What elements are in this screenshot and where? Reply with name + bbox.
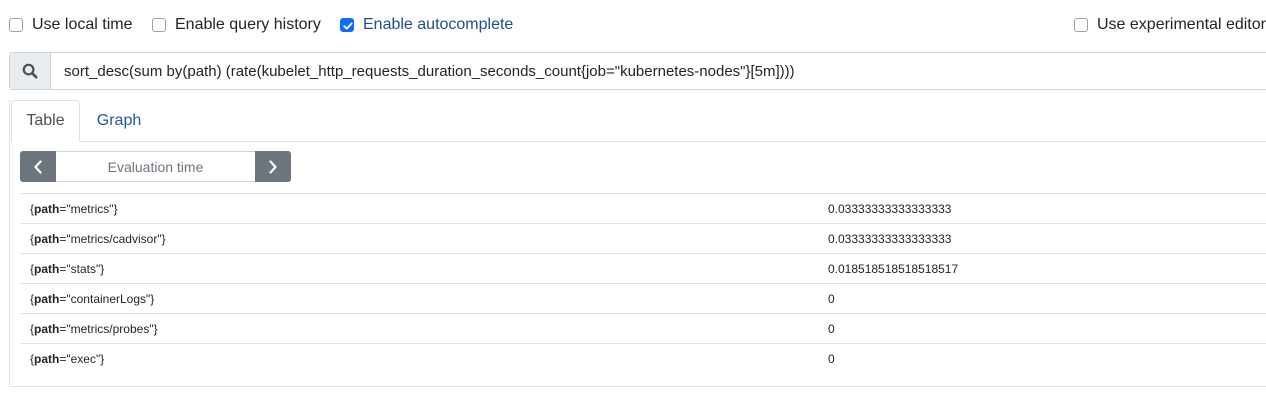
series-label: {path="containerLogs"} (30, 291, 155, 306)
enable-query-history-label: Enable query history (175, 16, 321, 33)
table-row: {path="stats"} 0.018518518518518517 (20, 253, 1266, 283)
series-value: 0.03333333333333333 (828, 201, 952, 216)
series-label: {path="metrics"} (30, 201, 118, 216)
tab-divider (10, 141, 1266, 142)
search-icon (10, 53, 51, 89)
series-value: 0 (828, 321, 835, 336)
tab-table[interactable]: Table (11, 100, 80, 142)
tab-graph[interactable]: Graph (96, 112, 142, 129)
enable-autocomplete-checkbox[interactable] (340, 18, 354, 32)
table-row: {path="metrics/cadvisor"} 0.033333333333… (20, 223, 1266, 253)
query-panel: Table Graph Evaluation time {path="metri… (9, 100, 1266, 387)
previous-time-button[interactable] (20, 151, 56, 182)
series-label: {path="metrics/probes"} (30, 321, 158, 336)
use-local-time-option[interactable]: Use local time (9, 14, 132, 36)
query-bar: sort_desc(sum by(path) (rate(kubelet_htt… (9, 52, 1266, 90)
enable-autocomplete-label: Enable autocomplete (363, 16, 514, 33)
chevron-right-icon (269, 159, 277, 174)
enable-autocomplete-option[interactable]: Enable autocomplete (340, 14, 513, 36)
checkmark-icon (343, 22, 353, 30)
table-row: {path="containerLogs"} 0 (20, 283, 1266, 313)
enable-query-history-checkbox[interactable] (152, 18, 166, 32)
next-time-button[interactable] (255, 151, 291, 182)
series-value: 0.03333333333333333 (828, 231, 952, 246)
use-local-time-checkbox[interactable] (9, 18, 23, 32)
results-table: {path="metrics"} 0.03333333333333333 {pa… (20, 193, 1266, 373)
series-label: {path="exec"} (30, 351, 105, 366)
table-row: {path="metrics/probes"} 0 (20, 313, 1266, 343)
series-value: 0 (828, 351, 835, 366)
chevron-left-icon (34, 159, 42, 174)
series-label: {path="metrics/cadvisor"} (30, 231, 166, 246)
series-value: 0 (828, 291, 835, 306)
use-local-time-label: Use local time (32, 16, 133, 33)
use-experimental-editor-option[interactable]: Use experimental editor (1074, 14, 1266, 36)
evaluation-time-group: Evaluation time (20, 151, 291, 183)
enable-query-history-option[interactable]: Enable query history (152, 14, 321, 36)
table-row: {path="exec"} 0 (20, 343, 1266, 373)
table-row: {path="metrics"} 0.03333333333333333 (20, 193, 1266, 223)
use-experimental-editor-label: Use experimental editor (1097, 16, 1266, 33)
use-experimental-editor-checkbox[interactable] (1074, 18, 1088, 32)
series-label: {path="stats"} (30, 261, 105, 276)
query-input[interactable]: sort_desc(sum by(path) (rate(kubelet_htt… (64, 62, 795, 80)
series-value: 0.018518518518518517 (828, 261, 959, 276)
evaluation-time-input[interactable]: Evaluation time (56, 151, 255, 182)
